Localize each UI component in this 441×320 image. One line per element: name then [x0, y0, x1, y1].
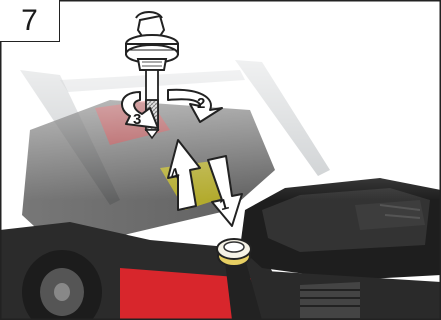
- step-number-box: 7: [0, 0, 60, 42]
- step-number: 7: [21, 6, 38, 36]
- arrow-3-label: 3: [133, 111, 141, 128]
- arrow-2-label: 2: [197, 95, 205, 112]
